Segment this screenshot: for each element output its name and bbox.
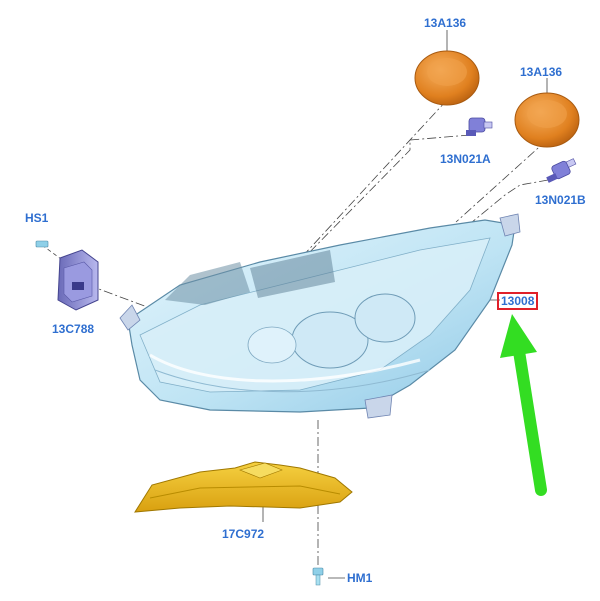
bulb-a-part	[466, 117, 493, 136]
label-control-module: 13C788	[52, 322, 95, 336]
screw-hs1-part	[35, 240, 49, 248]
label-cap-top: 13A136	[424, 16, 467, 30]
green-arrow-indicator	[500, 314, 547, 496]
label-headlamp-highlighted[interactable]: 13008	[497, 292, 539, 310]
control-module-part	[57, 249, 99, 311]
cap-right-part	[514, 92, 580, 148]
label-bulb-b: 13N021B	[535, 193, 586, 207]
label-screw-top: HS1	[25, 211, 49, 225]
bracket-part	[134, 461, 353, 513]
leader-lines	[41, 30, 549, 579]
label-bulb-a: 13N021A	[440, 152, 491, 166]
label-bracket: 17C972	[222, 527, 265, 541]
cap-top-part	[414, 50, 480, 106]
headlamp-assembly	[119, 213, 521, 419]
label-screw-bottom: HM1	[347, 571, 373, 585]
screw-hm1-part	[312, 567, 324, 586]
label-cap-right: 13A136	[520, 65, 563, 79]
bulb-b-part	[546, 158, 577, 183]
